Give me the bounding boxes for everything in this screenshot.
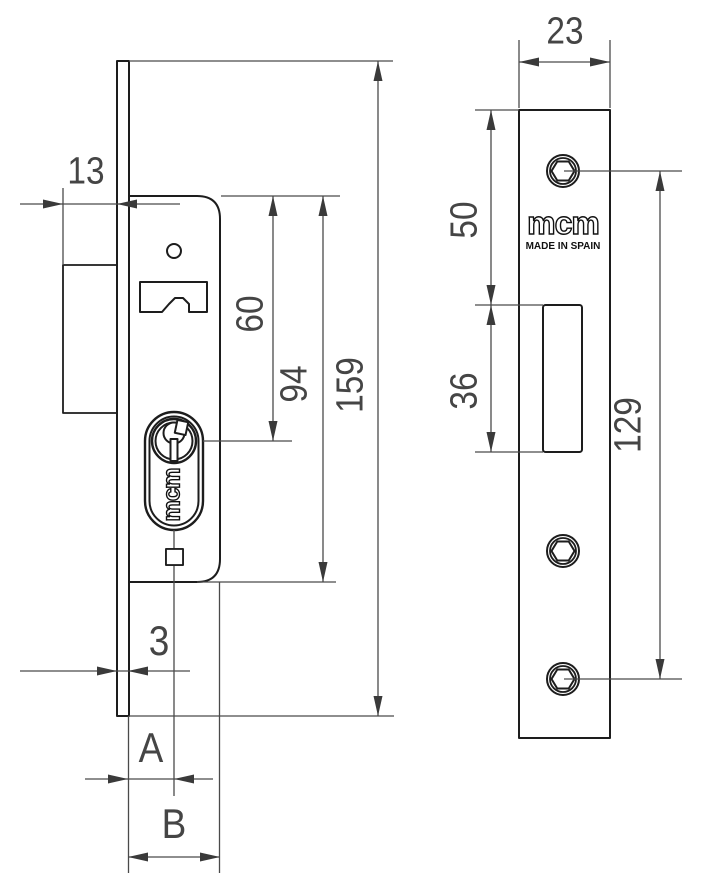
dim-label-159: 159 [329, 357, 371, 413]
arrow-3-right [128, 666, 148, 676]
dim-label-A: A [139, 725, 164, 772]
key-stem [169, 438, 179, 462]
arrow-23-right [590, 57, 610, 67]
faceplate-front [518, 109, 611, 739]
arrow-B-left [128, 852, 148, 862]
arrow-13-left [43, 199, 63, 209]
screw-outer-circle [546, 534, 580, 568]
arrow-129-up [655, 171, 665, 191]
latch-follower-opening [139, 281, 208, 313]
left-view-lock-body: mcm 13 3 A [20, 60, 394, 873]
dim-label-94: 94 [273, 365, 315, 402]
arrow-13-right [117, 199, 137, 209]
faceplate-edge [116, 60, 130, 717]
dim-label-3: 3 [149, 618, 170, 665]
arrow-3-left [97, 666, 117, 676]
brand-logo: mcm [527, 205, 599, 241]
dim-label-23: 23 [546, 10, 583, 52]
dim-label-129: 129 [607, 397, 649, 453]
made-in-spain-text: MADE IN SPAIN [526, 241, 601, 252]
arrow-60-up [268, 196, 278, 216]
screw-inner-circle [549, 537, 577, 565]
arrow-36-down [486, 432, 496, 452]
dim-label-50: 50 [443, 201, 485, 238]
top-hole [166, 243, 182, 259]
dim-label-B: B [162, 801, 187, 848]
screw-hex-socket [550, 540, 576, 562]
arrow-A-left [108, 774, 128, 784]
lock-rear-box [62, 264, 118, 414]
arrow-94-up [318, 196, 328, 216]
screw-middle [546, 534, 580, 568]
dim-label-36: 36 [443, 372, 485, 409]
spindle-square-overlay [165, 548, 184, 566]
arrow-94-down [318, 562, 328, 582]
arrow-36-up [486, 305, 496, 325]
key-bit-notch [173, 418, 190, 437]
arrow-50-down [486, 285, 496, 305]
cylinder-brand-text: mcm [159, 468, 186, 521]
latch-cutout [542, 304, 583, 453]
arrow-23-left [519, 57, 539, 67]
arrow-60-down [268, 421, 278, 441]
dim-label-13: 13 [67, 150, 104, 192]
cylinder-profile-inner [148, 415, 200, 527]
right-view-faceplate: mcm MADE IN SPAIN 23 50 36 129 [443, 10, 682, 739]
dim-label-60: 60 [229, 295, 271, 332]
arrow-159-down [373, 696, 383, 716]
arrow-129-down [655, 659, 665, 679]
arrow-A-right [174, 774, 194, 784]
arrow-50-up [486, 110, 496, 130]
arrow-B-right [200, 852, 220, 862]
arrow-159-up [373, 61, 383, 81]
